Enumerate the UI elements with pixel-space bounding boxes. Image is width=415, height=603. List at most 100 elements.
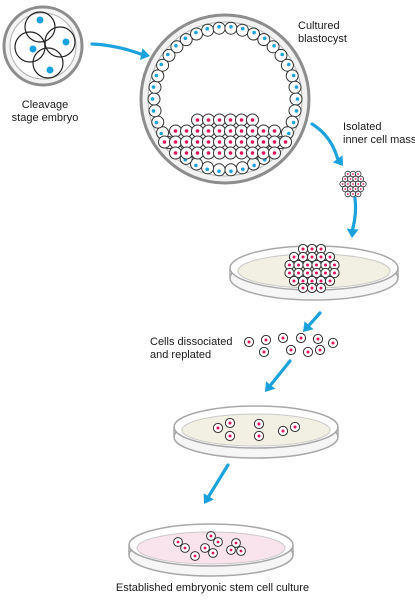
icm-cell [246,113,259,127]
blastocyst-label-line2: blastocyst [298,33,347,45]
nucleus [250,129,255,133]
blastomere [24,11,56,43]
icm-cell [246,124,259,138]
icm-cell [213,124,226,138]
icm-cell [213,146,226,160]
dissociated-cells [243,332,339,358]
nucleus [319,279,323,283]
dissociated-cell [258,346,270,358]
nucleus [216,540,220,544]
nucleus [315,271,318,275]
nucleus [272,140,277,144]
nucleus [292,279,296,283]
trophoblast-cell [288,80,302,94]
icm-label-line2: inner cell mass [343,134,415,146]
nucleus [217,151,222,155]
nucleus [283,140,288,144]
icm-cell [202,146,215,160]
nucleus [209,534,213,538]
nucleus [328,279,332,283]
nucleus [250,151,255,155]
trophoblast-cell [224,21,238,35]
icm-cell [180,146,193,160]
trophoblast-cell [179,33,193,47]
blastomere [32,47,64,79]
icm-label: Isolated inner cell mass [343,121,415,147]
nucleus [217,118,222,122]
es-colony-cell [213,537,223,547]
nucleus [211,551,215,555]
trophoblast-cell [235,23,249,37]
nucleus [301,247,305,251]
nucleus [239,549,243,553]
nucleus [173,151,178,155]
nucleus [217,140,222,144]
trophoblast-cell [190,27,203,41]
blastomere [14,31,46,63]
replated-cell [212,422,224,434]
es-colony-cell [180,543,190,553]
es-colony-cell [236,546,246,556]
colony-cell [306,282,318,294]
colony-cell [315,243,327,255]
es-colony-cell [208,548,218,558]
trophoblast-cell [235,161,249,175]
trophoblast-cell [285,115,299,129]
es-colony-cell [206,531,216,541]
replated-cell [277,425,289,437]
nucleus [173,140,178,144]
replated-cell [224,417,236,429]
icm-label-line1: Isolated [343,121,382,133]
final-label: Established embryonic stem cell culture [100,582,325,595]
icm-cell [352,175,359,183]
nucleus [206,129,211,133]
nucleus [184,129,189,133]
nucleus [297,271,300,275]
nucleus [234,541,238,545]
icm-cell [213,113,226,127]
colony-cell [288,251,300,263]
nucleus [184,151,189,155]
nucleus [250,140,255,144]
nucleus [333,271,336,275]
icm-cell [344,190,351,198]
nucleus [239,129,244,133]
nucleus [333,263,336,267]
es-colony-cell [190,551,200,561]
trophoblast-cell [224,163,238,177]
nucleus [203,546,207,550]
nucleus [228,129,233,133]
replated-cell [253,430,265,442]
nucleus [297,263,300,267]
icm-cell [246,135,259,149]
icm-cell [235,135,248,149]
dissociated-cell [302,346,314,358]
icm-cell [279,135,292,149]
nucleus [301,286,305,290]
trophoblast-cell [247,157,260,171]
nucleus [310,286,314,290]
nucleus [262,350,266,354]
icm-cell [191,146,204,160]
replated-cell [224,430,236,442]
culture-dish-3 [128,523,294,577]
arrow [346,196,359,238]
colony-cell [320,267,331,279]
icm-cell [352,185,359,193]
icm-cell [202,124,215,138]
es-colony-cell [200,543,210,553]
icm-cell [257,146,270,160]
icm-cell [342,185,349,193]
replated-cell [289,421,301,433]
nucleus [288,263,291,267]
icm-cell [191,135,204,149]
colony-cell [324,275,336,287]
blastocyst-label: Cultured blastocyst [298,20,347,46]
nucleus [281,336,285,340]
es-colony-cell [231,538,241,548]
process-arrows [90,42,359,504]
nucleus [324,271,327,275]
cleavage-label: Cleavage stage embryo [8,99,82,125]
icm-cell [357,175,364,183]
